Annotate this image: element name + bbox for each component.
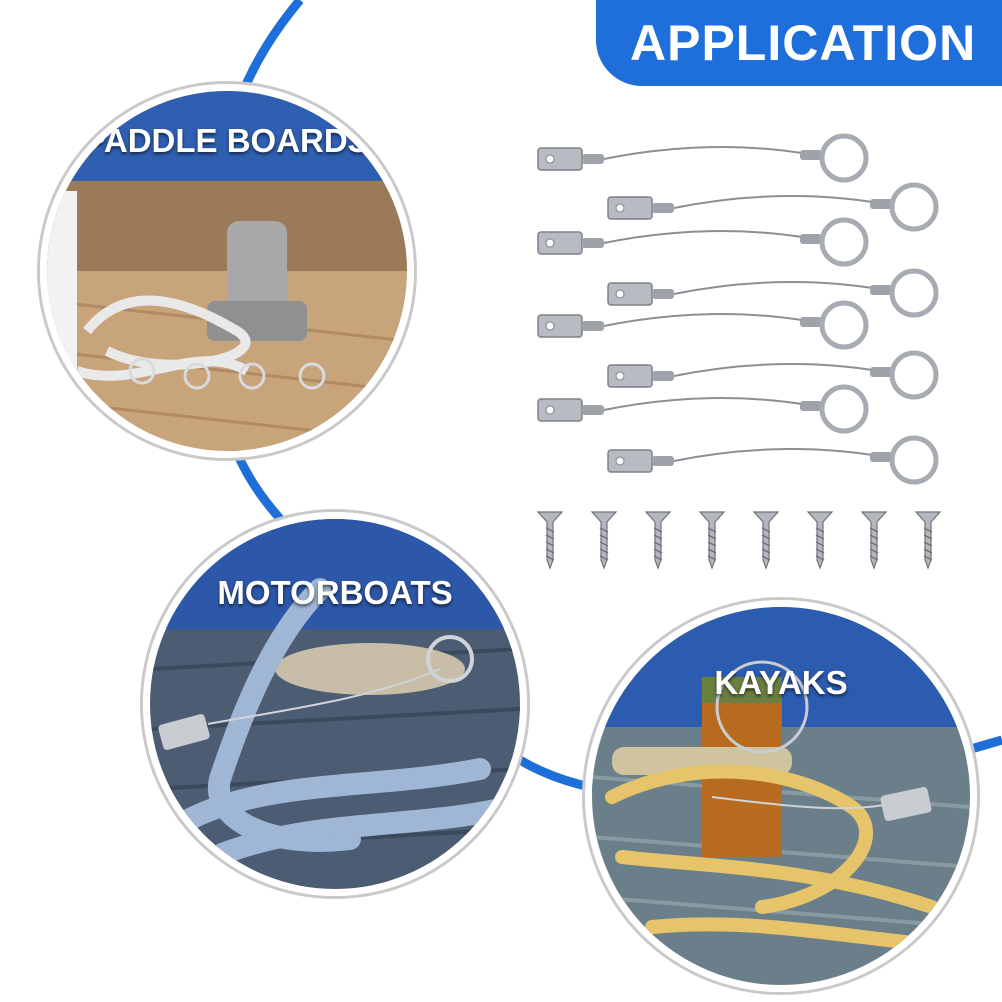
application-title-banner: APPLICATION [596,0,1002,86]
screw-2 [591,511,617,569]
lanyard-6 [608,353,936,397]
motorboats-scene [150,519,520,889]
screw-7 [861,511,887,569]
lanyard-7 [538,387,866,431]
lanyard-8 [608,438,936,482]
paddle-boards-photo: PADDLE BOARDS [40,84,414,458]
product-illustration [530,130,941,569]
lanyard-set [538,136,936,482]
screw-6 [807,511,833,569]
kayaks-photo: KAYAKS [585,600,977,992]
motorboats-photo: MOTORBOATS [143,512,527,896]
screw-4 [699,511,725,569]
screw-set [537,511,941,569]
lanyard-1 [538,136,866,180]
motorboats-label: MOTORBOATS [217,574,453,611]
screw-8 [915,511,941,569]
paddle-boards-label: PADDLE BOARDS [84,122,370,159]
paddle-boards-scene [47,91,407,451]
screw-5 [753,511,779,569]
kayaks-label: KAYAKS [714,664,848,701]
lanyard-5 [538,303,866,347]
screw-1 [537,511,563,569]
lanyard-4 [608,271,936,315]
lanyard-3 [538,220,866,264]
lanyard-2 [608,185,936,229]
screw-3 [645,511,671,569]
page-title: APPLICATION [630,15,977,71]
